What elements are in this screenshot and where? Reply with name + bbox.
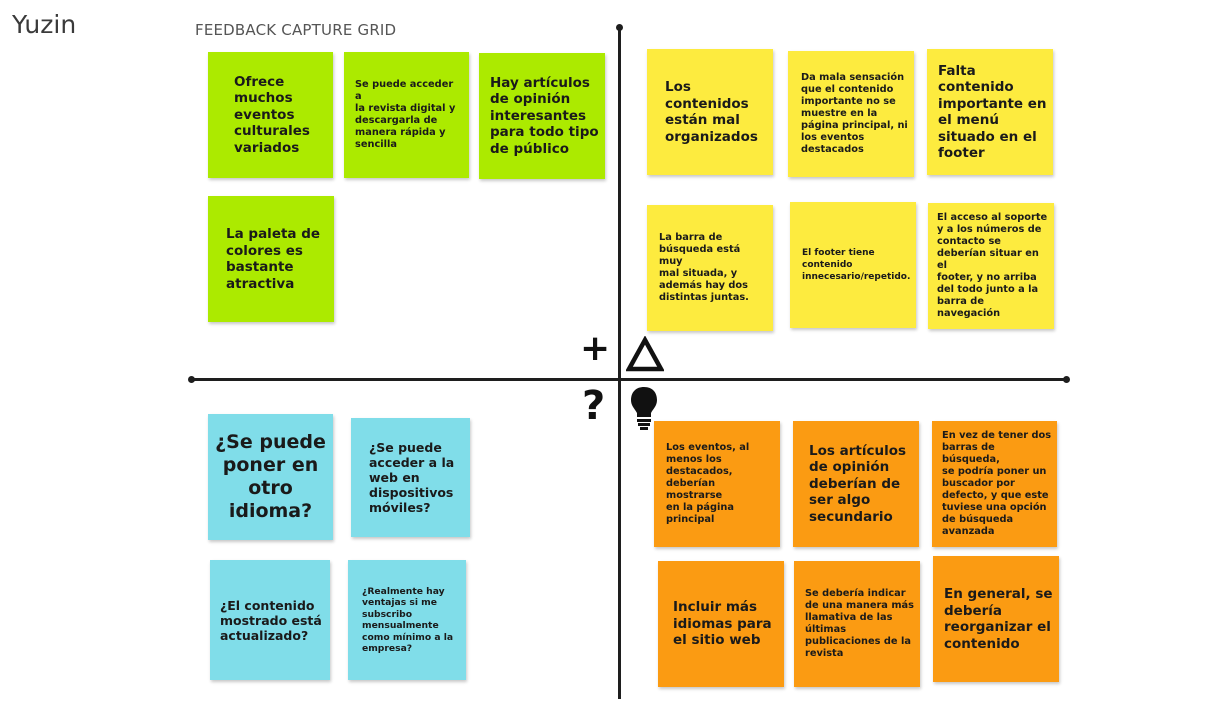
criticism-note[interactable]: El acceso al soporte y a los números de …: [928, 203, 1054, 329]
question-note[interactable]: ¿El contenido mostrado está actualizado?: [210, 560, 330, 680]
idea-note[interactable]: En vez de tener dos barras de búsqueda, …: [932, 421, 1057, 547]
criticism-note[interactable]: El footer tiene contenido innecesario/re…: [790, 202, 916, 328]
like-note[interactable]: La paleta de colores es bastante atracti…: [208, 196, 334, 322]
axis-end-left: [188, 376, 195, 383]
idea-note[interactable]: Los eventos, al menos los destacados, de…: [654, 421, 780, 547]
idea-note[interactable]: Se debería indicar de una manera más lla…: [794, 561, 920, 687]
idea-note[interactable]: En general, se debería reorganizar el co…: [933, 556, 1059, 682]
plus-symbol: +: [580, 328, 611, 369]
question-note[interactable]: ¿Se puede acceder a la web en dispositiv…: [351, 418, 470, 537]
vertical-axis: [618, 27, 621, 699]
like-note[interactable]: Ofrece muchos eventos culturales variado…: [208, 52, 333, 178]
question-symbol: ?: [582, 383, 606, 429]
question-note[interactable]: ¿Se puede poner en otro idioma?: [208, 414, 333, 540]
delta-symbol: [625, 335, 665, 376]
idea-note[interactable]: Los artículos de opinión deberían de ser…: [793, 421, 919, 547]
axis-end-top: [616, 24, 623, 31]
criticism-note[interactable]: Falta contenido importante en el menú si…: [927, 49, 1053, 175]
criticism-note[interactable]: Da mala sensación que el contenido impor…: [788, 51, 914, 177]
criticism-note[interactable]: Los contenidos están mal organizados: [647, 49, 773, 175]
idea-note[interactable]: Incluir más idiomas para el sitio web: [658, 561, 784, 687]
lightbulb-icon: [629, 385, 659, 435]
like-note[interactable]: Se puede acceder a la revista digital y …: [344, 52, 469, 178]
author-label: Yuzin: [12, 10, 77, 39]
grid-title: FEEDBACK CAPTURE GRID: [195, 21, 397, 39]
axis-end-right: [1063, 376, 1070, 383]
question-note[interactable]: ¿Realmente hay ventajas si me subscribo …: [348, 560, 466, 680]
criticism-note[interactable]: La barra de búsqueda está muy mal situad…: [647, 205, 773, 331]
like-note[interactable]: Hay artículos de opinión interesantes pa…: [479, 53, 605, 179]
horizontal-axis: [192, 378, 1068, 381]
